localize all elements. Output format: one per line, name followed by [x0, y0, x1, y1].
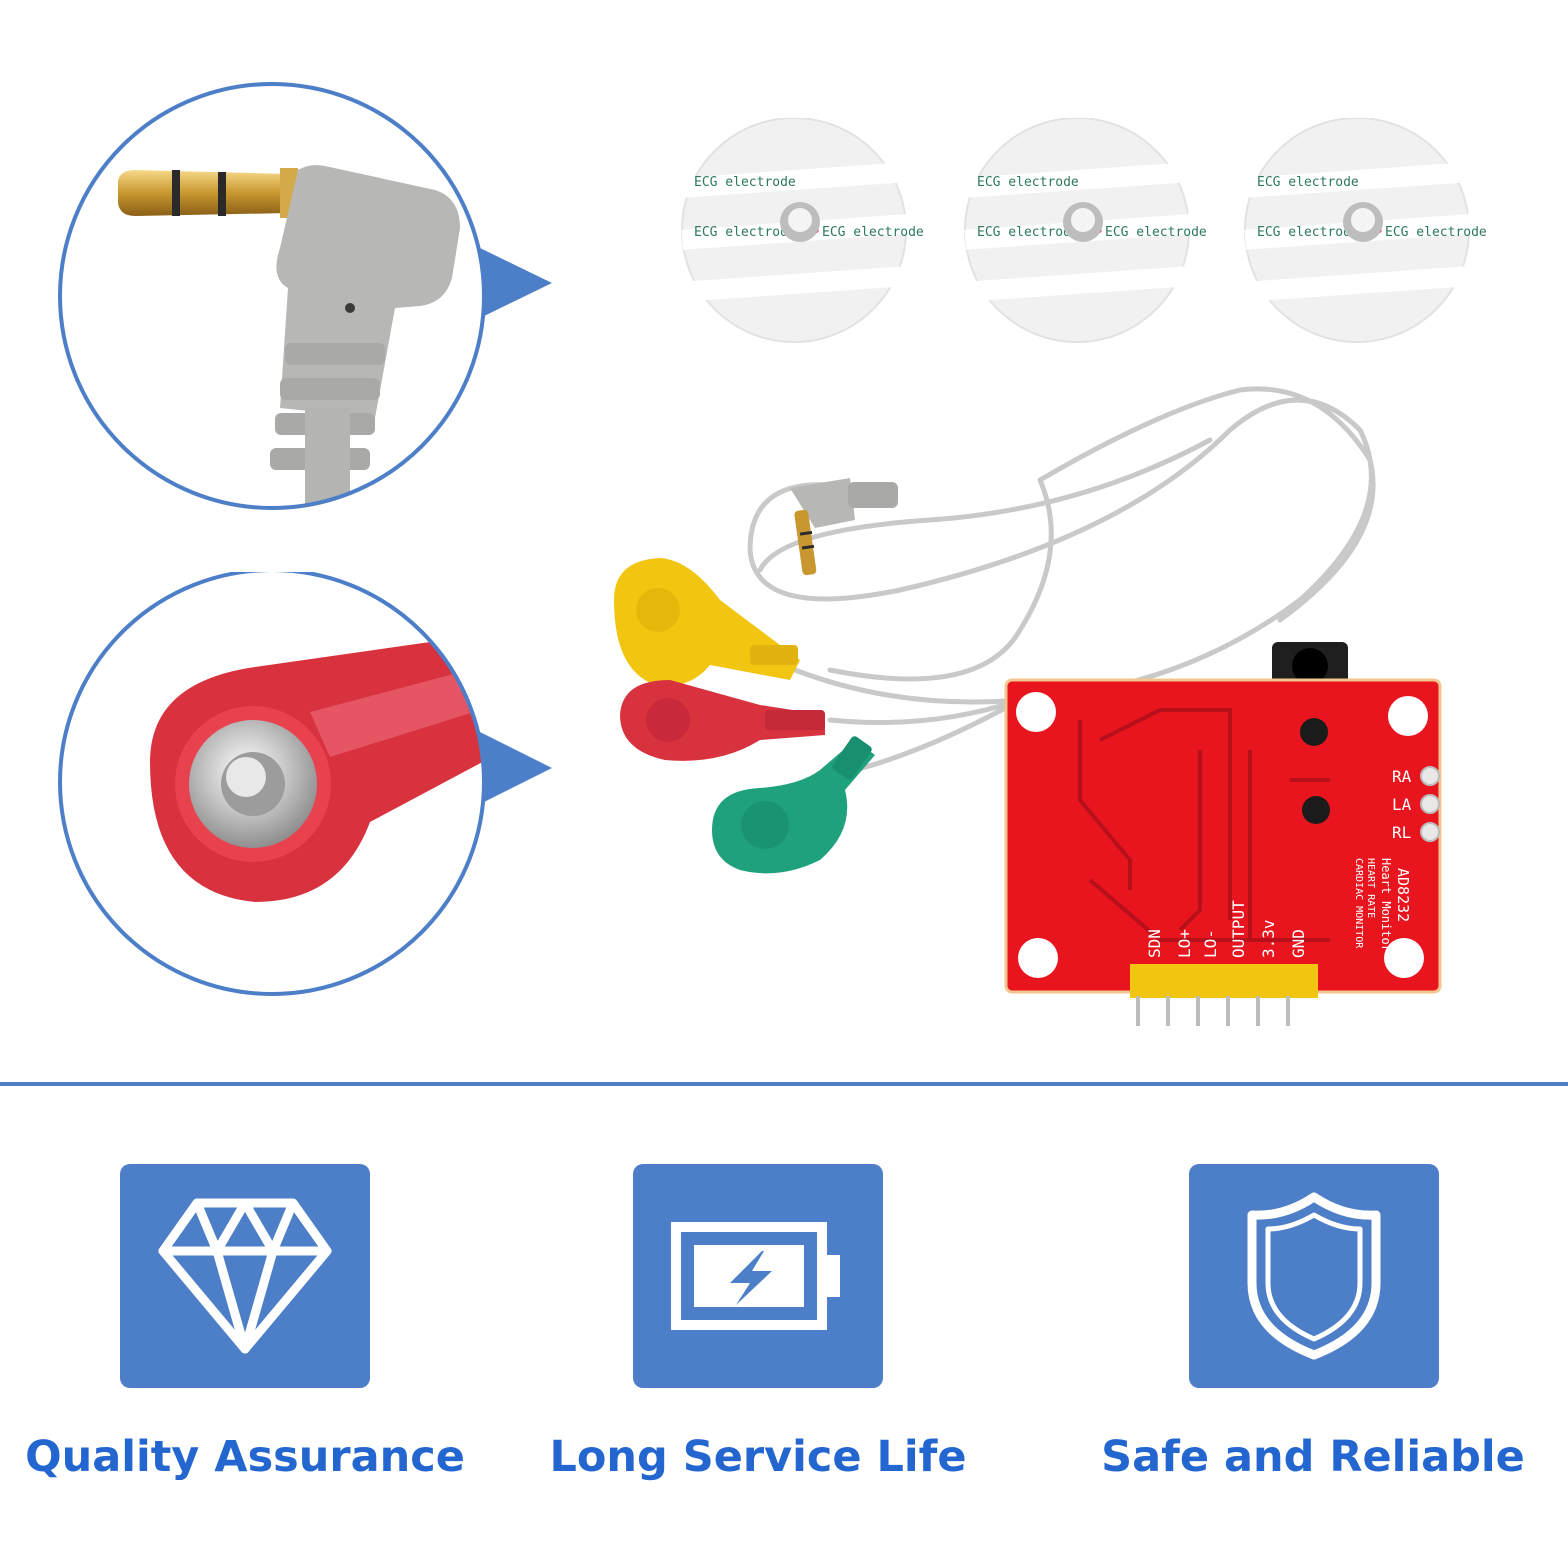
electrode-print-text: ECG electrode [977, 225, 1079, 240]
pin-label-la: LA [1392, 795, 1412, 814]
feature-tile-quality [120, 1164, 370, 1388]
battery-charging-icon [671, 1222, 840, 1330]
electrode-pad-2: ECG electrode ECG electrode ECG electrod… [964, 118, 1207, 343]
board-heart-rate-label: HEART RATE [1365, 858, 1376, 918]
electrode-pad-3: ECG electrode ECG electrode ECG electrod… [1244, 118, 1487, 343]
pin-label-3v3: 3.3v [1259, 919, 1278, 958]
electrode-print-text: ECG electrode [977, 175, 1079, 190]
ad8232-board: RA LA RL AD8232 Heart Monitor HEART RATE… [1004, 642, 1442, 1026]
electrode-print-text: ECG electrode [1257, 225, 1359, 240]
pcb [1006, 680, 1440, 992]
pin-label-lo-plus: LO+ [1175, 929, 1194, 958]
electrode-pad-1: ECG electrode ECG electrode ECG electrod… [681, 118, 924, 343]
yellow-lead-snap [614, 558, 800, 686]
pin-label-sdn: SDN [1145, 929, 1164, 958]
snap-zoom-callout [58, 572, 552, 996]
pin-label-lo-minus: LO- [1201, 929, 1220, 958]
section-divider [0, 1082, 1568, 1086]
callout-pointer [480, 248, 552, 318]
electrode-pad-row: ECG electrode ECG electrode ECG electrod… [681, 118, 1487, 343]
diamond-icon [158, 1198, 332, 1354]
electrode-print-text: ECG electrode [1385, 225, 1487, 240]
electrode-print-text: ECG electrode [822, 225, 924, 240]
feature-tile-service-life [633, 1164, 883, 1388]
pin-label-rl: RL [1392, 823, 1411, 842]
cable-loops [747, 386, 1376, 773]
jack-zoom-callout [58, 82, 552, 510]
audio-plug [790, 478, 898, 576]
feature-label-service-life: Long Service Life [549, 1432, 967, 1482]
feature-label-safety: Safe and Reliable [1101, 1432, 1525, 1482]
feature-tile-safety [1189, 1164, 1439, 1388]
callout-pointer [480, 732, 552, 804]
electrode-print-text: ECG electrode [694, 225, 796, 240]
board-cardiac-label: CARDIAC MONITOR [1353, 858, 1364, 949]
zoom-circle-border [58, 82, 486, 510]
pin-label-gnd: GND [1289, 929, 1308, 958]
feature-label-quality: Quality Assurance [25, 1432, 465, 1482]
red-lead-snap [620, 680, 825, 761]
green-lead-snap [712, 736, 875, 874]
shield-icon [1247, 1192, 1381, 1360]
electrode-print-text: ECG electrode [694, 175, 796, 190]
electrode-print-text: ECG electrode [1257, 175, 1359, 190]
ecg-lead-cable [614, 386, 1376, 874]
board-subtitle-label: Heart Monitor [1379, 858, 1393, 952]
pin-label-output: OUTPUT [1229, 900, 1248, 958]
pin-label-ra: RA [1392, 767, 1412, 786]
board-model-label: AD8232 [1394, 868, 1412, 922]
pin-header [1130, 964, 1318, 1026]
electrode-print-text: ECG electrode [1105, 225, 1207, 240]
zoom-circle-border [58, 572, 486, 996]
